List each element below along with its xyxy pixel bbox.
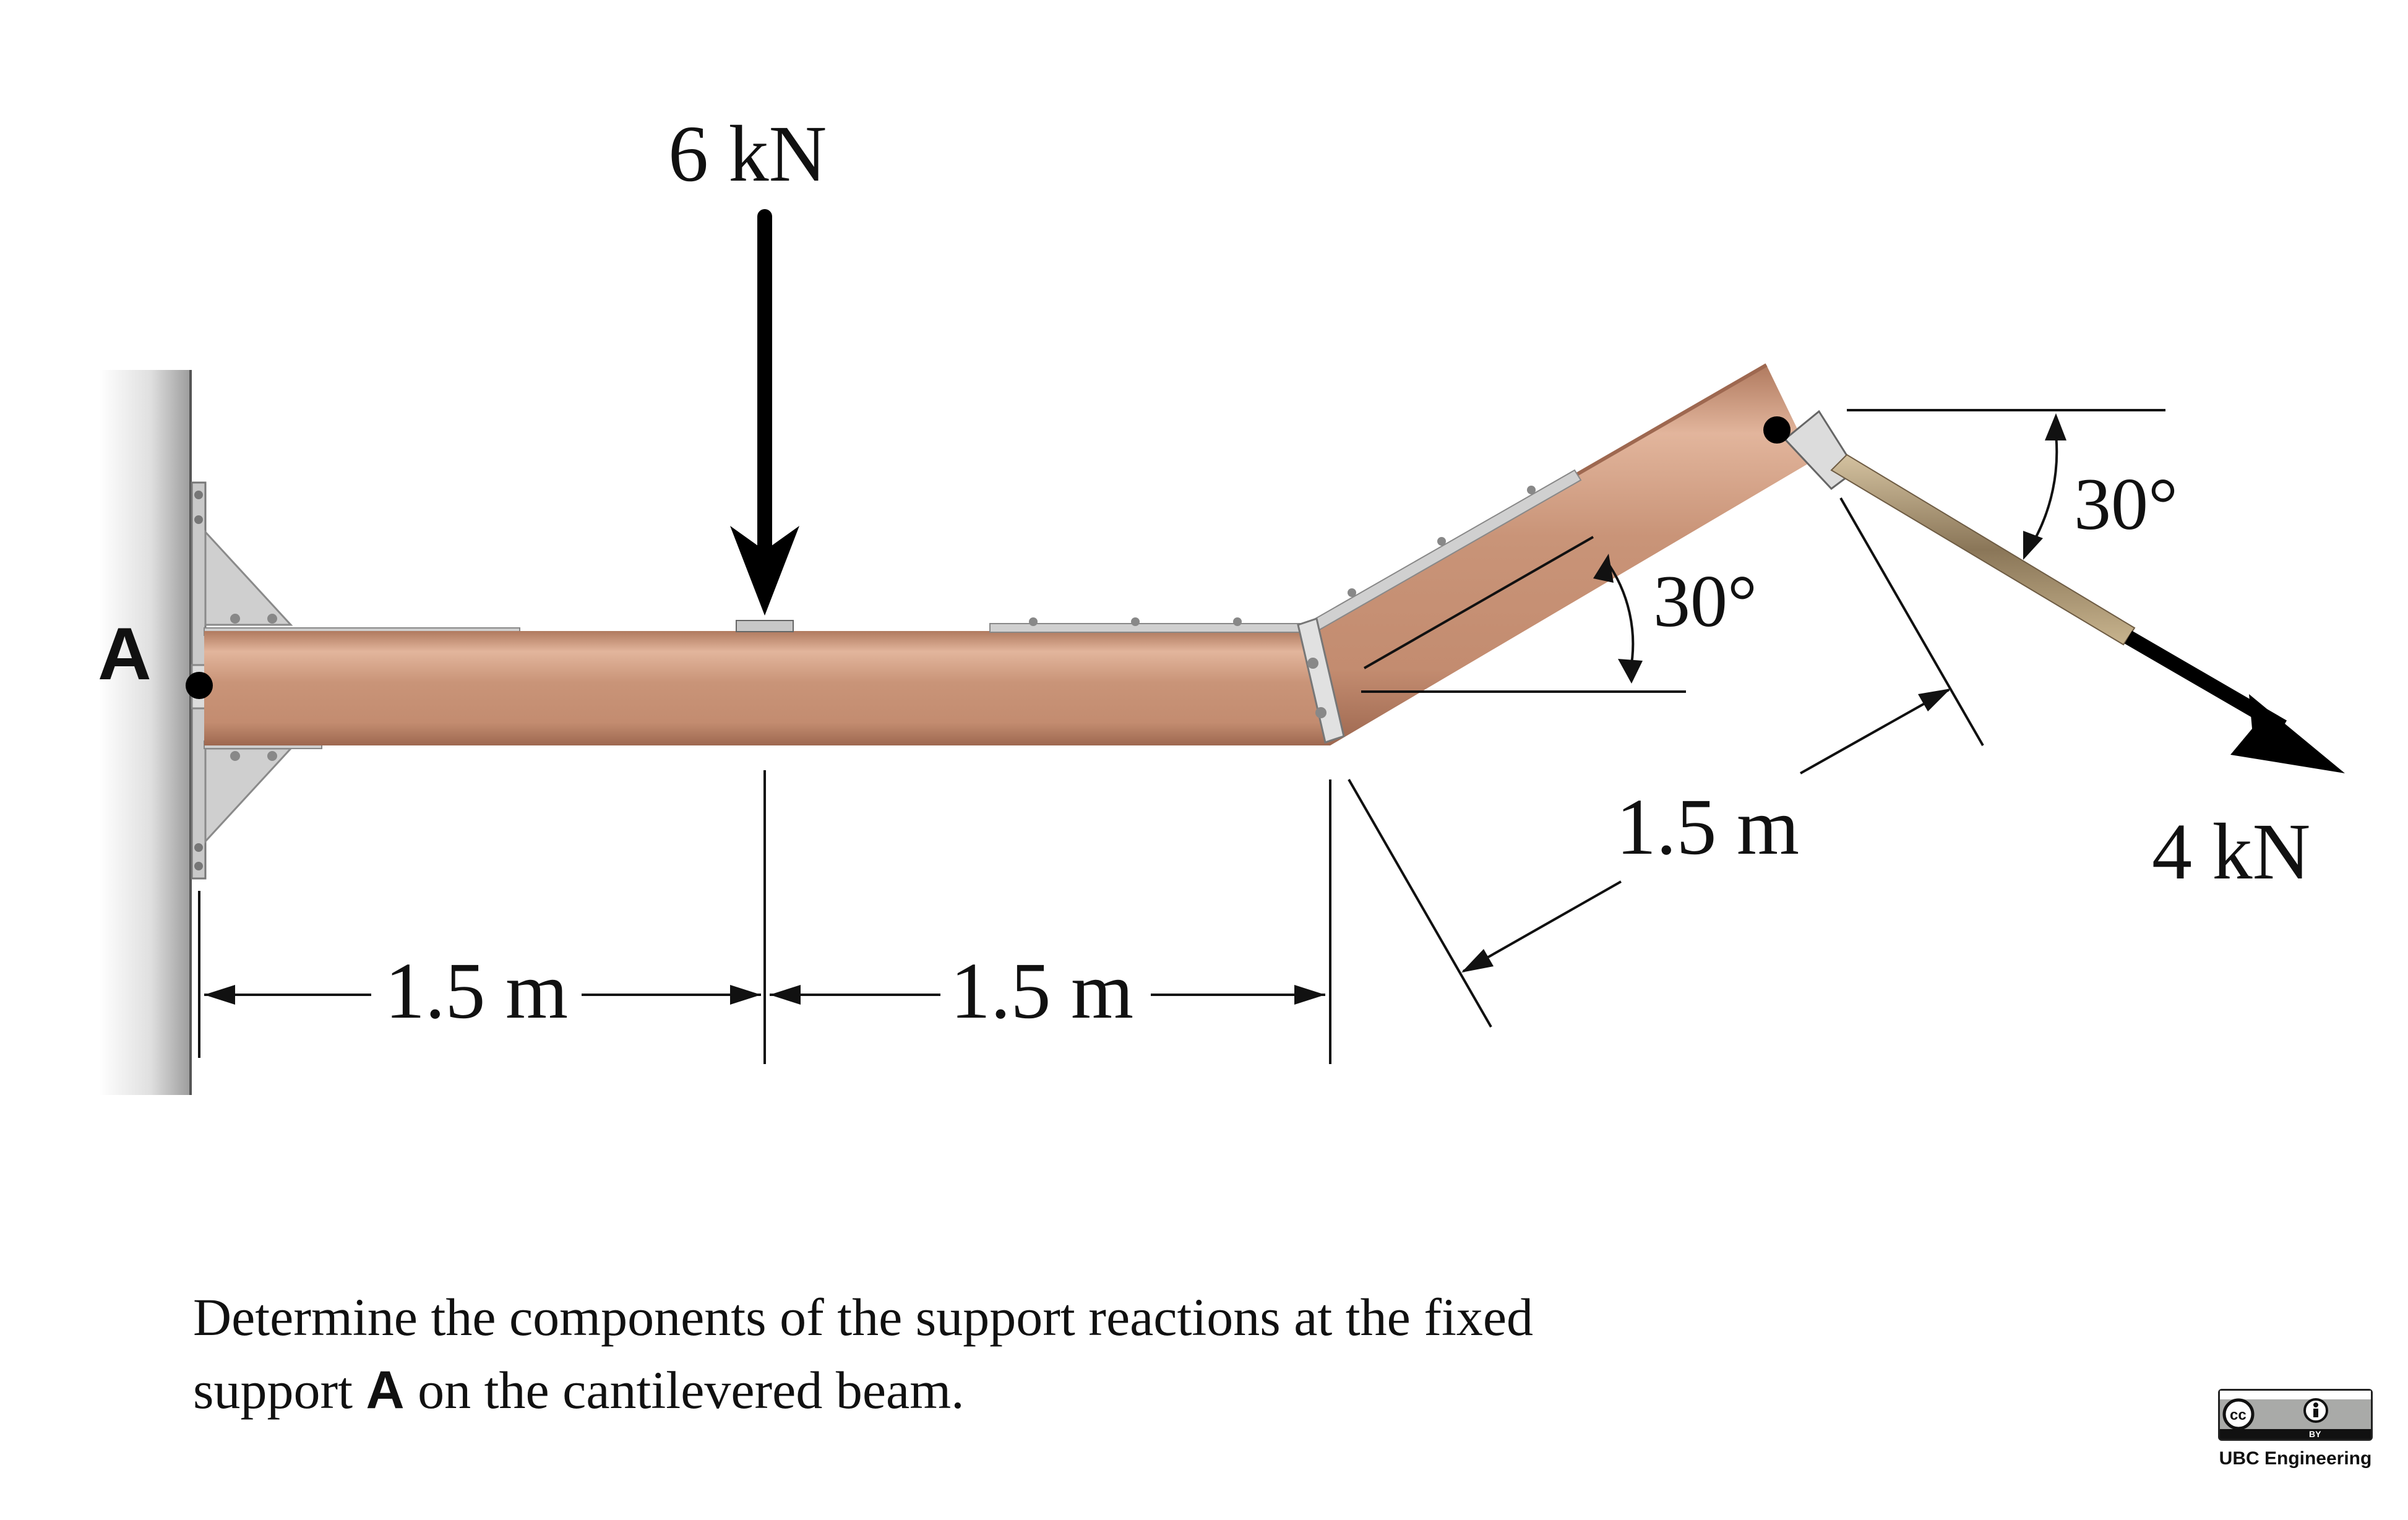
inclined-beam [1297, 363, 1813, 745]
load-label-6kn: 6 kN [668, 109, 827, 199]
dimension-lines [198, 409, 2165, 1064]
load-label-4kn: 4 kN [2152, 807, 2310, 896]
load-arrow-4kn [2124, 630, 2345, 773]
support-point [186, 672, 213, 699]
cc-icon-text: cc [2230, 1407, 2247, 1423]
dimension-label-inclined: 1.5 m [1616, 783, 1799, 872]
problem-line-2: support A on the cantilevered beam. [193, 1354, 1740, 1427]
problem-statement: Determine the components of the support … [193, 1281, 1740, 1427]
problem-bold-a: A [366, 1360, 405, 1420]
credit-label: UBC Engineering [2219, 1448, 2372, 1469]
by-text: BY [2309, 1429, 2321, 1439]
dimension-label-1: 1.5 m [385, 947, 568, 1036]
wall [99, 370, 192, 1095]
load-plate [736, 620, 794, 632]
load-arrow-6kn [730, 209, 799, 616]
angle-label-cable: 30° [2074, 463, 2178, 545]
cable [1783, 410, 2136, 646]
horizontal-beam [204, 617, 1330, 749]
problem-line-2-suffix: on the cantilevered beam. [404, 1360, 965, 1420]
cc-by-badge: cc BY [2218, 1389, 2373, 1441]
dimension-label-2: 1.5 m [950, 947, 1133, 1036]
cable-pin [1763, 416, 1791, 444]
problem-line-1: Determine the components of the support … [193, 1287, 1534, 1347]
angle-label-beam: 30° [1653, 560, 1757, 642]
license-credit: cc BY UBC Engineering [2218, 1389, 2373, 1469]
cc-icon [2222, 1398, 2255, 1430]
support-label: A [98, 612, 152, 695]
problem-line-2-prefix: support [193, 1360, 366, 1420]
